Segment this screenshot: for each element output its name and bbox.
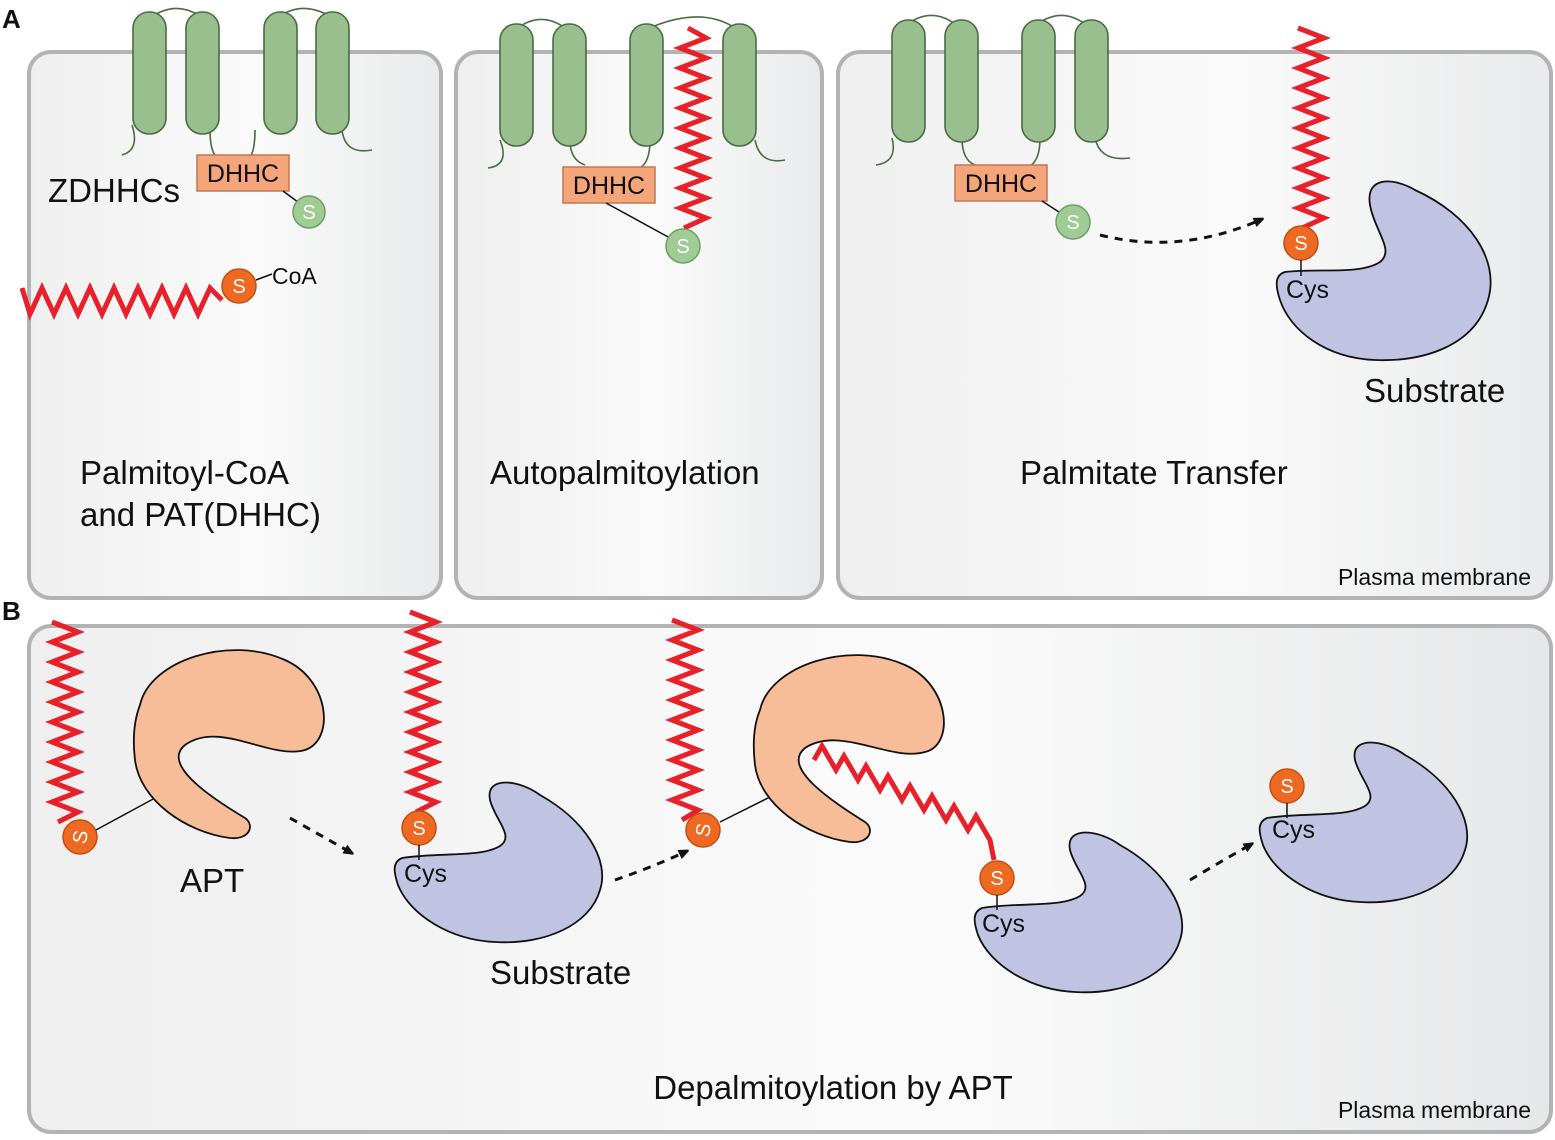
sulfur-apt1-label: S bbox=[69, 829, 93, 846]
palmitate-chain-apt1 bbox=[45, 619, 85, 825]
substrate-a bbox=[1275, 180, 1492, 362]
dhhc-label-3: DHHC bbox=[965, 170, 1037, 198]
apt-label: APT bbox=[180, 862, 244, 899]
coa-bond bbox=[255, 273, 273, 281]
zdhhc-enzyme-3 bbox=[875, 14, 1131, 167]
cell-box-1 bbox=[27, 50, 443, 600]
substrate-label-b: Substrate bbox=[490, 954, 631, 991]
caption-box1-line1: Palmitoyl-CoA bbox=[80, 454, 289, 491]
caption-box3: Palmitate Transfer bbox=[1020, 454, 1288, 491]
zdhhc-enzyme-2 bbox=[487, 16, 786, 169]
palmitate-chain-coa bbox=[19, 282, 224, 321]
membrane-label-b: Plasma membrane bbox=[1338, 1097, 1531, 1123]
sulfur-green-1-label: S bbox=[302, 202, 315, 224]
sulfur-apt2-label: S bbox=[692, 822, 716, 839]
sulfur-substrate-b3-label: S bbox=[1280, 776, 1293, 798]
panel-a-letter: A bbox=[2, 4, 21, 34]
arrow-b3 bbox=[1189, 845, 1250, 882]
dhhc-box-2 bbox=[562, 166, 656, 204]
palmitate-chain-auto bbox=[673, 25, 713, 231]
apt1-bond bbox=[95, 797, 156, 831]
substrate-label-a: Substrate bbox=[1364, 372, 1505, 409]
caption-panel-b: Depalmitoylation by APT bbox=[653, 1069, 1013, 1106]
arrow-b1 bbox=[289, 816, 350, 852]
dhhc-box-3 bbox=[954, 164, 1048, 202]
palmitate-chain-b2 bbox=[811, 741, 997, 861]
dhhc-label-2: DHHC bbox=[573, 172, 645, 200]
dhhc-box-1 bbox=[196, 154, 290, 192]
panel-b-letter: B bbox=[2, 596, 21, 626]
dhhc-s-bond-2 bbox=[605, 202, 671, 239]
arrow-b2 bbox=[614, 852, 685, 882]
apt-enzyme-2 bbox=[752, 654, 945, 843]
palmitate-chain-apt2 bbox=[665, 617, 705, 823]
sulfur-coa bbox=[221, 268, 257, 304]
substrate-b2 bbox=[973, 831, 1184, 994]
sulfur-apt1 bbox=[62, 819, 98, 855]
sulfur-green-2 bbox=[665, 228, 701, 264]
sulfur-green-1 bbox=[292, 195, 326, 229]
substrate-b3 bbox=[1258, 741, 1469, 904]
sulfur-substrate-a-label: S bbox=[1294, 233, 1307, 255]
sulfur-green-3-label: S bbox=[1066, 212, 1079, 234]
membrane-label-a: Plasma membrane bbox=[1338, 564, 1531, 590]
caption-box1-line2: and PAT(DHHC) bbox=[80, 496, 321, 533]
dhhc-label-1: DHHC bbox=[207, 160, 279, 188]
zdhhc-enzyme-1 bbox=[121, 7, 373, 163]
sulfur-apt2 bbox=[685, 812, 721, 848]
palmitate-chain-transfer bbox=[1291, 25, 1331, 231]
sulfur-substrate-b1-label: S bbox=[412, 818, 425, 840]
cys-label-b2: Cys bbox=[982, 910, 1025, 938]
apt-enzyme-1 bbox=[132, 649, 325, 839]
coa-label: CoA bbox=[272, 263, 317, 289]
zdhhcs-label: ZDHHCs bbox=[48, 172, 180, 209]
substrate-b1 bbox=[393, 781, 604, 944]
cys-label-a: Cys bbox=[1286, 276, 1329, 304]
cys-label-b3: Cys bbox=[1272, 816, 1315, 844]
sulfur-coa-label: S bbox=[232, 276, 245, 298]
palmitate-chain-b1 bbox=[403, 609, 443, 815]
caption-box2: Autopalmitoylation bbox=[490, 454, 760, 491]
sulfur-green-3 bbox=[1055, 204, 1091, 240]
cys-label-b1: Cys bbox=[404, 860, 447, 888]
transfer-arrow bbox=[1099, 220, 1260, 244]
sulfur-green-2-label: S bbox=[676, 236, 689, 258]
sulfur-substrate-b2-label: S bbox=[990, 868, 1003, 890]
